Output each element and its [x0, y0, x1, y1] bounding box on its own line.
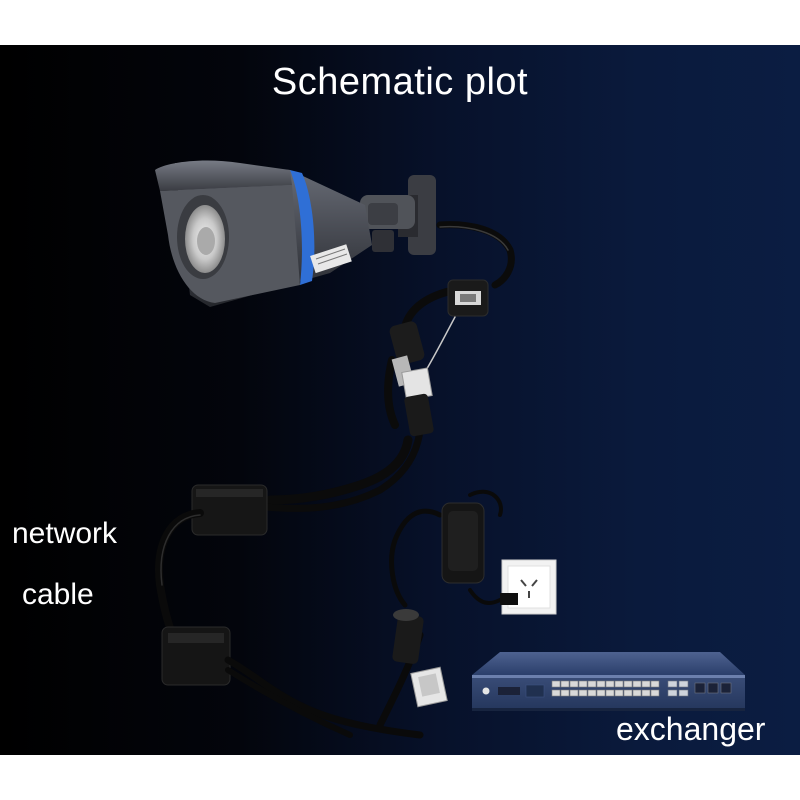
exchanger-label: exchanger	[616, 711, 766, 747]
injector-cables	[224, 631, 424, 739]
switch-port-block	[551, 680, 660, 697]
camera-mount	[360, 175, 436, 255]
power-adapter-icon	[441, 502, 485, 584]
rj45-female-connector-icon	[447, 279, 489, 317]
switch-uplink-ports	[667, 680, 732, 697]
rj45-plug-lower-icon	[410, 666, 448, 708]
network-switch-icon	[472, 652, 745, 711]
power-adapter-cables	[389, 489, 503, 608]
dc-jack-icon	[392, 609, 424, 664]
poe-splitter-icon	[191, 484, 268, 536]
poe-injector-icon	[161, 626, 231, 686]
wall-socket-icon	[500, 559, 557, 615]
page-title: Schematic plot	[271, 61, 529, 103]
diagram-scene	[155, 160, 745, 739]
network-cable-label-line1: network	[12, 517, 118, 550]
rj45-plug-icon	[401, 367, 434, 437]
network-cable-label-line2: cable	[22, 578, 94, 611]
bullet-camera-icon	[155, 160, 372, 307]
diagram-frame: Schematic plot network cable exchanger	[0, 45, 800, 755]
